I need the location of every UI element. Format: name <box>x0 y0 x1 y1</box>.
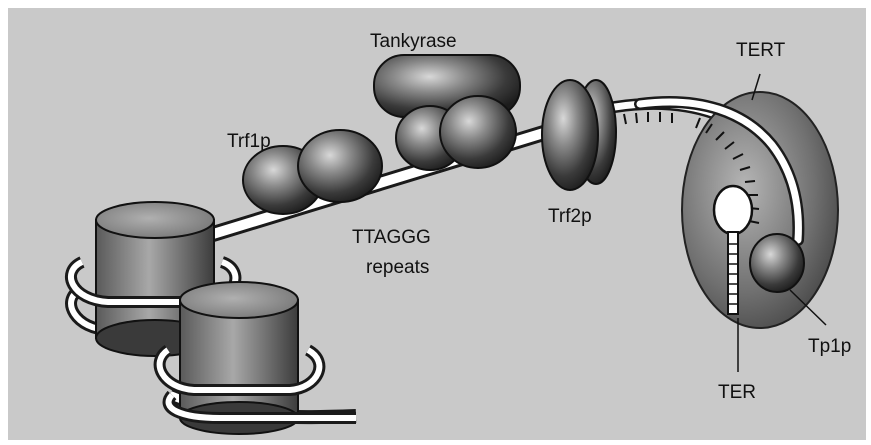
trf2p-protein <box>542 80 616 190</box>
tert-label: TERT <box>736 40 786 61</box>
trf2p-label: Trf2p <box>548 206 592 227</box>
tp1p-protein <box>750 234 804 292</box>
ttaggg-label: TTAGGG <box>352 227 431 248</box>
repeats-label: repeats <box>366 257 429 278</box>
trf1p-label: Trf1p <box>227 131 271 152</box>
ter-label: TER <box>718 382 756 403</box>
tankyrase-label: Tankyrase <box>370 31 457 52</box>
tp1p-label: Tp1p <box>808 336 851 357</box>
